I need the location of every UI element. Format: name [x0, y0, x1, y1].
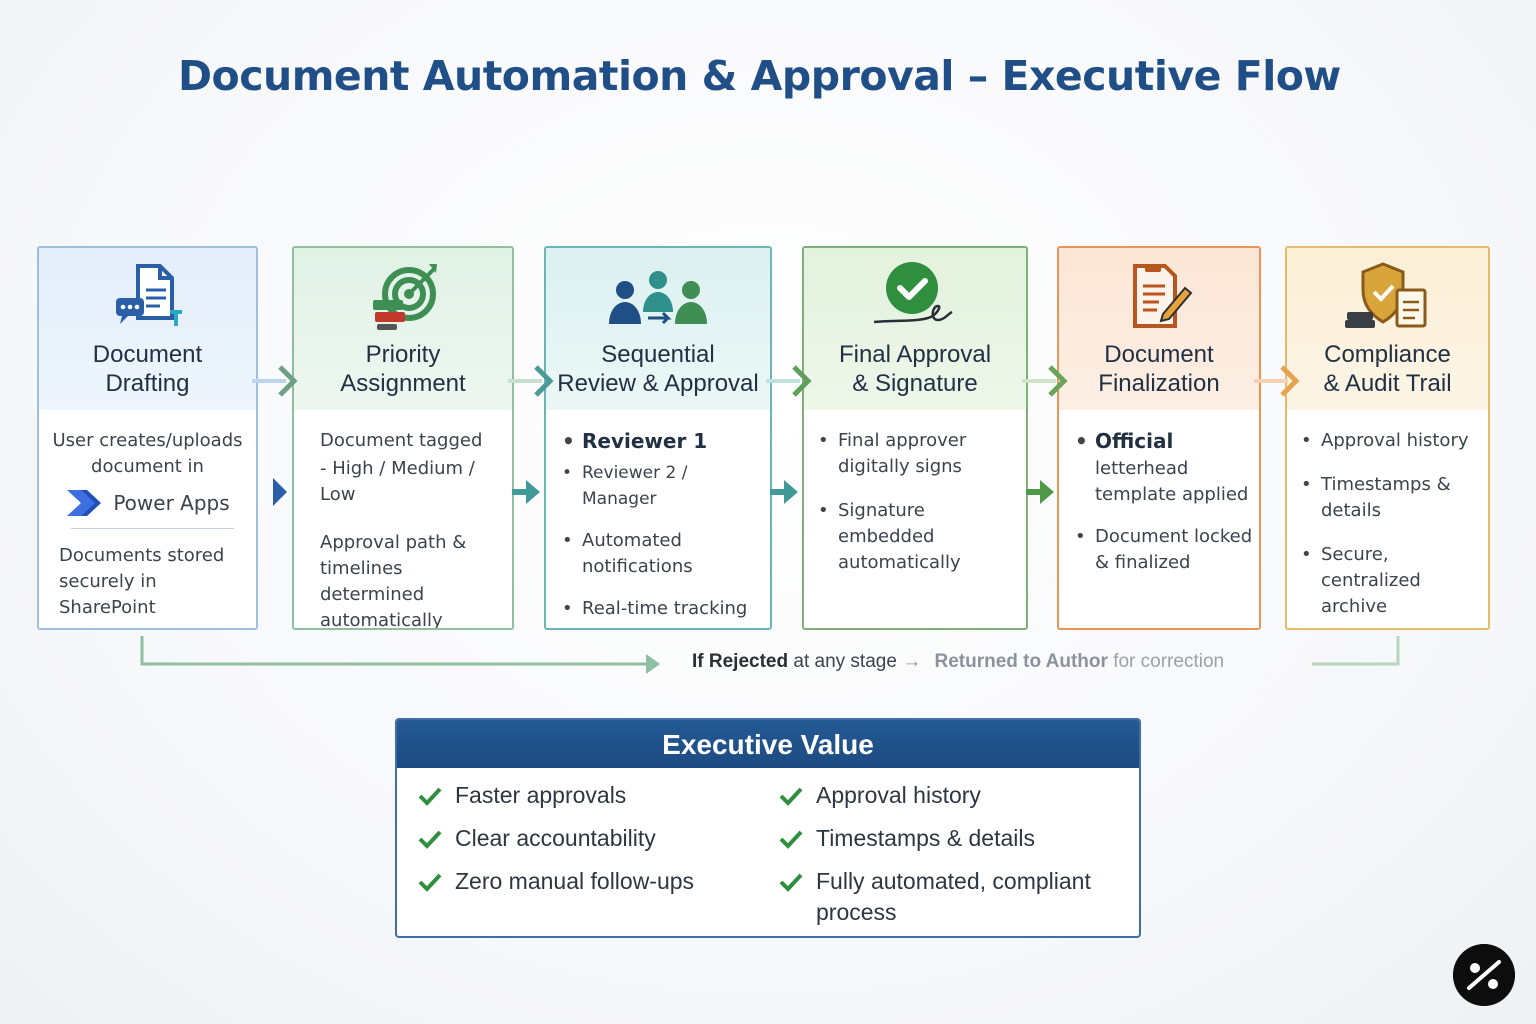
- stage-header: Final Approval & Signature: [804, 248, 1026, 410]
- checkmark-icon: [779, 873, 803, 892]
- value-item-label: Clear accountability: [455, 825, 656, 851]
- stage-heading: Sequential Review & Approval: [557, 341, 759, 397]
- stage-description: User creates/uploads document in: [52, 430, 243, 477]
- power-apps-label: Power Apps: [113, 491, 230, 515]
- list-item: Secure, centralized archive: [1299, 542, 1486, 620]
- divider: [71, 528, 234, 529]
- checkmark-icon: [779, 830, 803, 849]
- rejection-lead-text: at any stage: [793, 651, 897, 672]
- rejection-result-text: for correction: [1113, 651, 1225, 672]
- stage-paragraph: Approval path & timelines determined aut…: [320, 532, 467, 630]
- value-item: Faster approvals: [417, 780, 778, 811]
- executive-value-panel: Executive Value Faster approvals Clear a…: [395, 718, 1141, 938]
- rejection-lead-bold: If Rejected: [692, 651, 789, 672]
- value-item-label: Fully automated, compliant process: [816, 868, 1091, 925]
- page-title: Document Automation & Approval – Executi…: [178, 52, 1341, 100]
- checkmark-icon: [418, 787, 442, 806]
- power-apps-icon: [67, 490, 102, 516]
- stage-line: - High / Medium / Low: [320, 458, 475, 505]
- chevron-right-icon: [766, 365, 812, 397]
- value-item: Zero manual follow-ups: [417, 866, 778, 897]
- value-item: Fully automated, compliant process: [778, 866, 1139, 928]
- executive-value-title: Executive Value: [397, 720, 1139, 768]
- connector-arrow-icon: [273, 478, 287, 506]
- list-item: Reviewer 1: [560, 428, 764, 454]
- checkmark-signature-icon: [804, 260, 1026, 332]
- list-item: Official: [1073, 428, 1255, 454]
- stage-card-document-finalization: Document Finalization Official letterhea…: [1057, 246, 1261, 630]
- list-item: Approval history: [1299, 428, 1486, 454]
- stage-card-sequential-review: Sequential Review & Approval Reviewer 1 …: [544, 246, 772, 630]
- stage-card-document-drafting: Document Drafting User creates/uploads d…: [37, 246, 258, 630]
- value-item: Clear accountability: [417, 823, 778, 854]
- connector-arrow-icon: [1026, 480, 1054, 504]
- document-pencil-icon: [1059, 260, 1259, 332]
- stage-card-final-approval: Final Approval & Signature Final approve…: [802, 246, 1028, 630]
- stage-header: Compliance & Audit Trail: [1287, 248, 1488, 410]
- value-item-label: Timestamps & details: [816, 825, 1035, 851]
- value-item: Approval history: [778, 780, 1139, 811]
- stage-header: Document Drafting: [39, 248, 256, 410]
- arrow-right-icon: →: [902, 651, 922, 672]
- value-column-right: Approval history Timestamps & details Fu…: [778, 780, 1139, 936]
- rejection-note: If Rejected at any stage → Returned to A…: [692, 651, 1224, 673]
- stage-card-compliance-audit: Compliance & Audit Trail Approval histor…: [1285, 246, 1490, 630]
- value-column-left: Faster approvals Clear accountability Ze…: [417, 780, 778, 936]
- stage-card-priority-assignment: Priority Assignment Document tagged - Hi…: [292, 246, 514, 630]
- stage-line: Document tagged: [320, 430, 483, 451]
- list-item-continuation: letterhead template applied: [1095, 458, 1249, 505]
- value-item-label: Zero manual follow-ups: [455, 868, 695, 894]
- list-item: Signature embedded automatically: [816, 498, 1022, 576]
- value-item-label: Faster approvals: [455, 782, 627, 808]
- stage-heading: Priority Assignment: [340, 341, 466, 397]
- shield-document-icon: [1287, 260, 1488, 332]
- checkmark-icon: [418, 830, 442, 849]
- target-icon: [294, 260, 512, 332]
- stage-heading: Final Approval & Signature: [838, 341, 992, 397]
- stage-body: Official letterhead template applied Doc…: [1059, 410, 1259, 602]
- stage-header: Document Finalization: [1059, 248, 1259, 410]
- document-chat-icon: [39, 260, 256, 332]
- team-icon: [546, 260, 770, 332]
- value-item-label: Approval history: [816, 782, 981, 808]
- stage-heading: Document Drafting: [92, 341, 203, 397]
- stage-header: Priority Assignment: [294, 248, 512, 410]
- checkmark-icon: [418, 873, 442, 892]
- list-item: Final approver digitally signs: [816, 428, 1022, 480]
- stage-body: Final approver digitally signs Signature…: [804, 410, 1026, 602]
- list-item: Document locked & finalized: [1073, 524, 1255, 576]
- list-item: Automated notifications: [560, 528, 764, 580]
- stage-body: Approval history Timestamps & details Se…: [1287, 410, 1488, 628]
- stage-heading: Document Finalization: [1098, 341, 1220, 397]
- stage-body: Reviewer 1 Reviewer 2 / Manager Automate…: [546, 410, 770, 628]
- connector-arrow-icon: [770, 480, 798, 504]
- chevron-right-icon: [1254, 365, 1300, 397]
- list-item: Reviewer 2 / Manager: [560, 460, 764, 512]
- stage-header: Sequential Review & Approval: [546, 248, 770, 410]
- corner-logo-icon: [1453, 944, 1515, 1006]
- stage-heading: Compliance & Audit Trail: [1323, 341, 1452, 397]
- chevron-right-icon: [252, 365, 298, 397]
- power-apps-row: Power Apps: [47, 488, 248, 518]
- list-item: Real-time tracking: [560, 596, 764, 622]
- list-item: Timestamps & details: [1299, 472, 1486, 524]
- value-item: Timestamps & details: [778, 823, 1139, 854]
- rejection-result-bold: Returned to Author: [934, 651, 1108, 672]
- connector-arrow-icon: [512, 480, 540, 504]
- stage-body: User creates/uploads document in Power A…: [39, 410, 256, 628]
- stage-body: Document tagged - High / Medium / Low Ap…: [294, 410, 512, 630]
- checkmark-icon: [779, 787, 803, 806]
- chevron-right-icon: [1022, 365, 1068, 397]
- stage-storage-note: Documents stored securely in SharePoint: [59, 545, 225, 618]
- chevron-right-icon: [508, 365, 554, 397]
